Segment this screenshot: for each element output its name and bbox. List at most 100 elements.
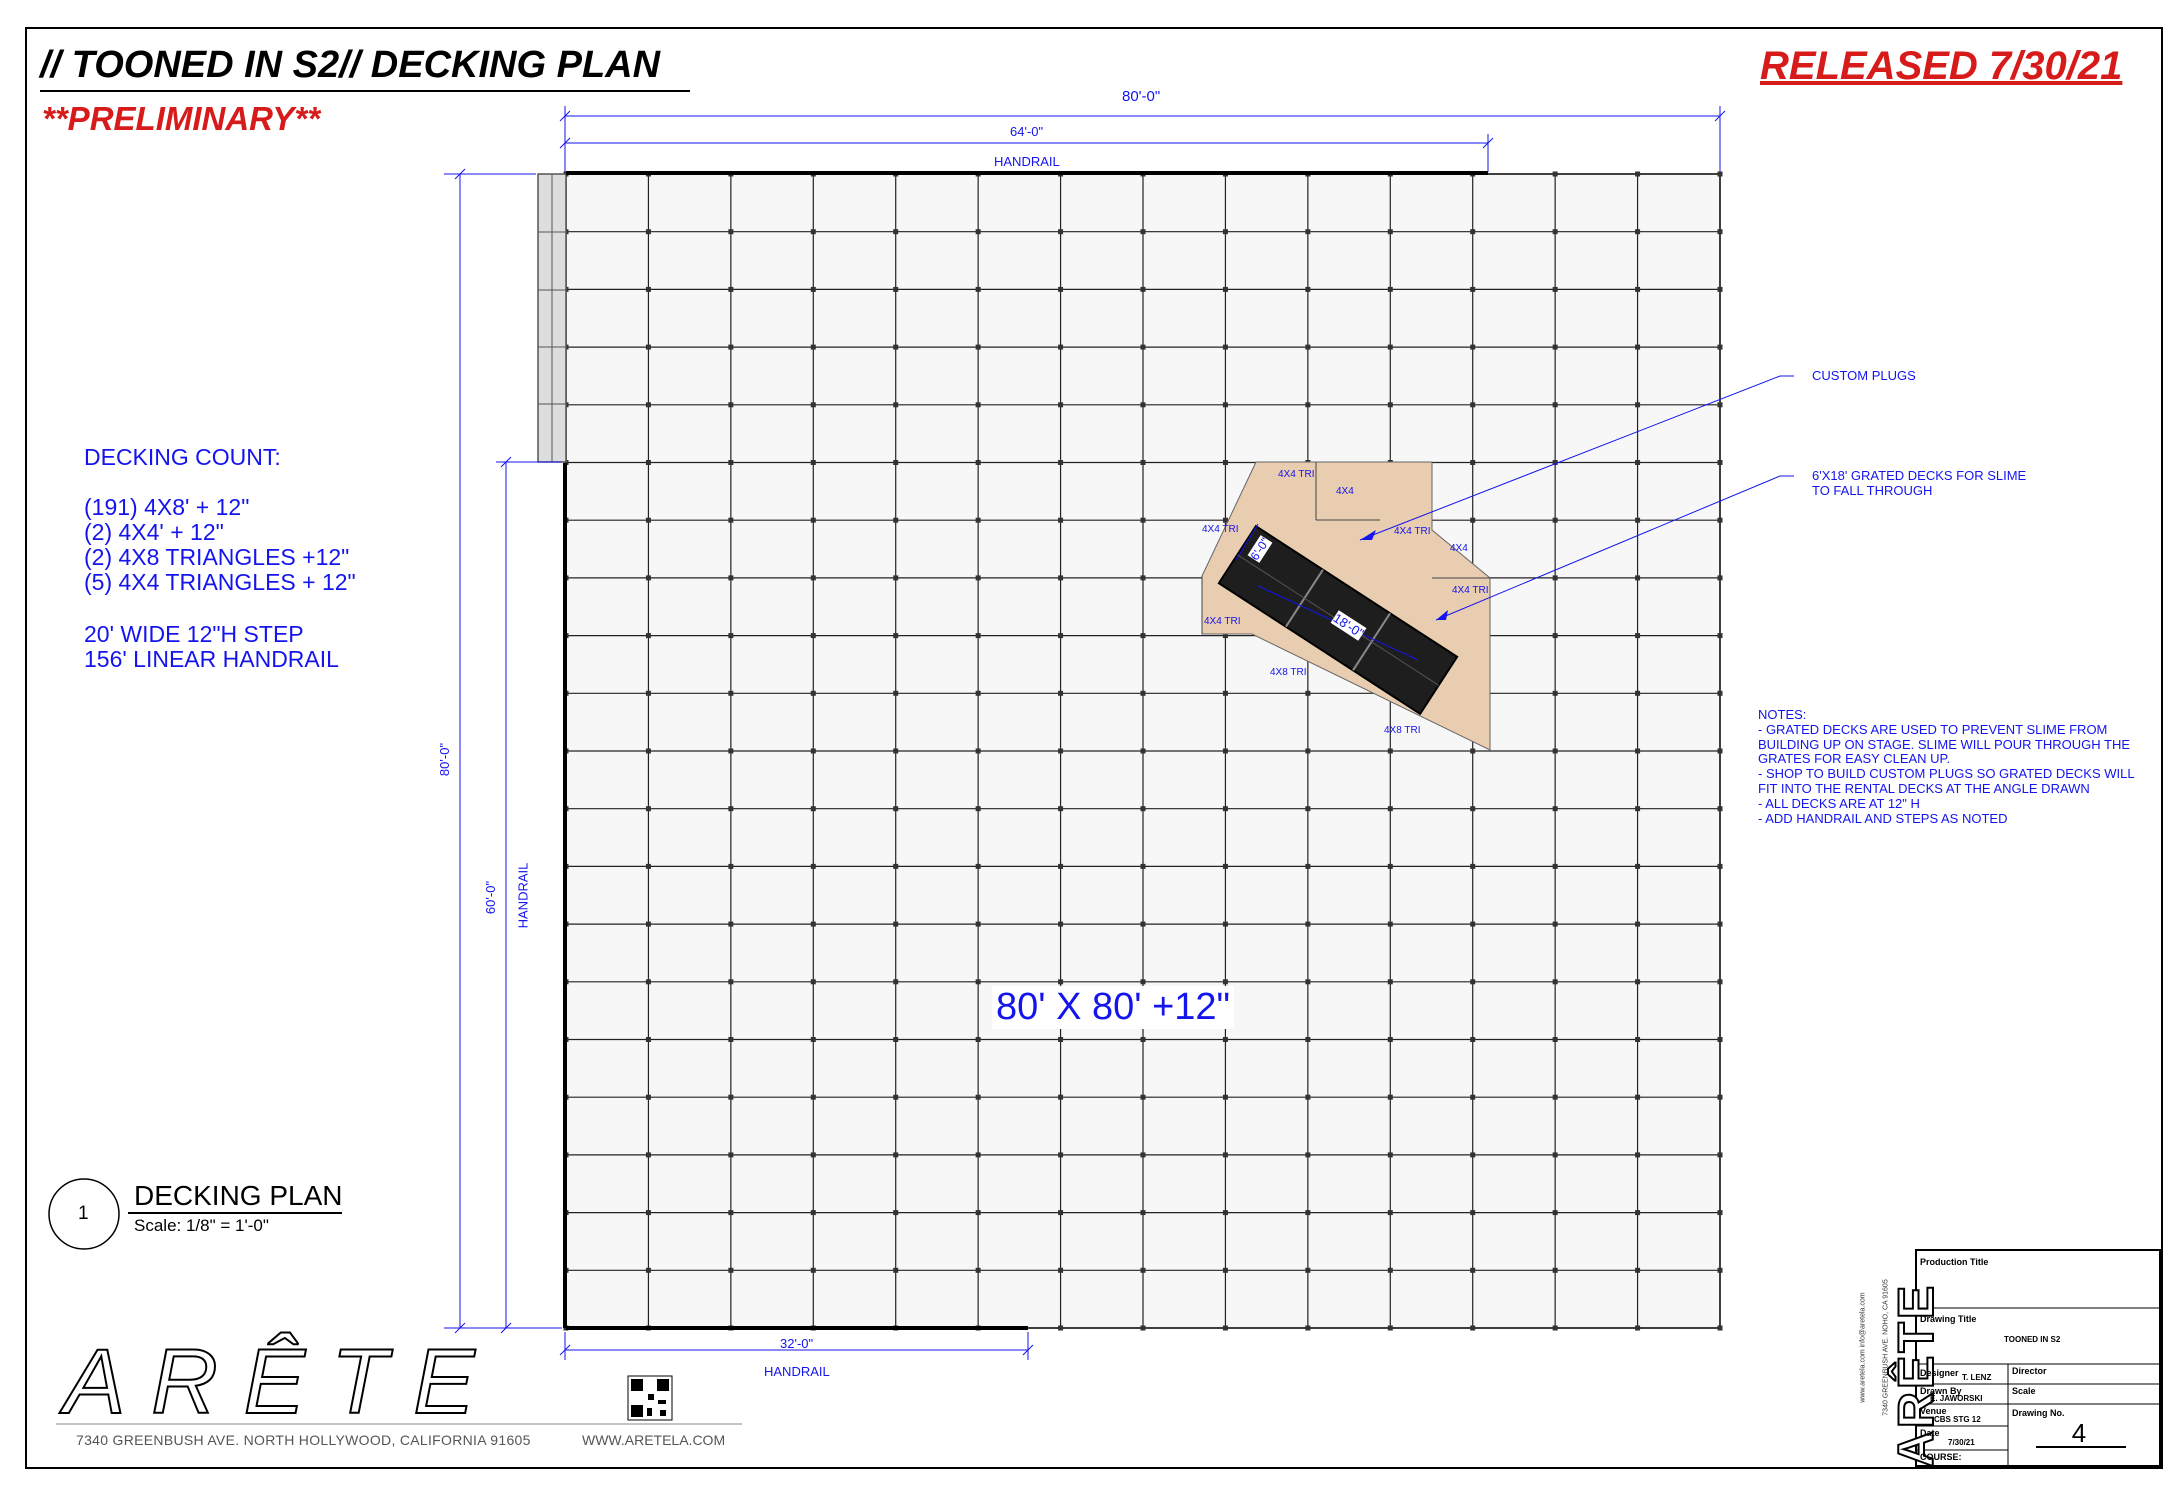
deck-leg xyxy=(1635,806,1641,812)
deck-leg xyxy=(1305,1152,1311,1158)
deck-leg xyxy=(1717,517,1723,523)
deck-leg xyxy=(1470,1325,1476,1331)
deck-leg xyxy=(645,863,651,869)
deck-leg xyxy=(1058,748,1064,754)
deck-leg xyxy=(1222,229,1228,235)
deck-leg xyxy=(810,1094,816,1100)
deck-leg xyxy=(1305,1325,1311,1331)
course-label: COURSE: xyxy=(1920,1452,1962,1462)
deck-leg xyxy=(1552,748,1558,754)
deck-leg xyxy=(810,1210,816,1216)
deck-leg xyxy=(1635,1325,1641,1331)
deck-leg xyxy=(645,633,651,639)
stage-size-label: 80' X 80' +12" xyxy=(992,986,1235,1029)
deck-leg xyxy=(810,517,816,523)
deck-leg xyxy=(1058,344,1064,350)
tri-label: 4X4 TRI xyxy=(1278,469,1315,480)
tri-label: 4X4 TRI xyxy=(1202,524,1239,535)
handrail-note: 156' LINEAR HANDRAIL xyxy=(84,646,339,672)
tri-label: 4X4 xyxy=(1450,543,1468,554)
deck-leg xyxy=(1635,1037,1641,1042)
deck-leg xyxy=(810,1037,816,1042)
dim-top-inner: 64'-0" xyxy=(1010,124,1044,139)
dim-left-handrail: HANDRAIL xyxy=(515,862,531,929)
deck-leg xyxy=(893,1210,899,1216)
deck-leg xyxy=(1140,1210,1146,1216)
deck-leg xyxy=(810,575,816,581)
deck-leg xyxy=(1058,575,1064,581)
plan-title: DECKING PLAN xyxy=(134,1180,343,1211)
deck-leg xyxy=(1635,171,1641,177)
deck-leg xyxy=(728,229,734,235)
deck-leg xyxy=(1387,344,1393,350)
deck-leg xyxy=(728,460,734,465)
deck-leg xyxy=(645,1094,651,1100)
deck-leg xyxy=(1552,979,1558,985)
deck-leg xyxy=(1140,1267,1146,1273)
deck-leg xyxy=(645,286,651,292)
deck-leg xyxy=(1470,806,1476,812)
drawing-no-value: 4 xyxy=(2071,1418,2087,1448)
deck-leg xyxy=(728,863,734,869)
deck-leg xyxy=(975,575,981,581)
deck-leg xyxy=(645,229,651,235)
deck-leg xyxy=(975,229,981,235)
title-block-address: 7340 GREENBUSH AVE. NOHO, CA 91605 xyxy=(1882,1279,1890,1416)
deck-leg xyxy=(1635,748,1641,754)
deck-leg xyxy=(1717,460,1723,465)
dim-top-handrail: HANDRAIL xyxy=(994,154,1060,169)
deck-leg xyxy=(1387,1037,1393,1042)
deck-leg xyxy=(1552,1210,1558,1216)
step-note: 20' WIDE 12"H STEP xyxy=(84,621,304,647)
tri-label: 4X4 TRI xyxy=(1452,585,1489,596)
deck-leg xyxy=(645,1210,651,1216)
deck-leg xyxy=(728,748,734,754)
deck-leg xyxy=(810,806,816,812)
tri-label: 4X4 TRI xyxy=(1204,616,1241,627)
deck-leg xyxy=(810,286,816,292)
deck-leg xyxy=(893,1037,899,1042)
deck-leg xyxy=(1717,229,1723,235)
drawn-by-value: E. JAWORSKI xyxy=(1930,1394,1983,1403)
deck-leg xyxy=(1717,806,1723,812)
deck-leg xyxy=(1717,1037,1723,1042)
deck-leg xyxy=(728,633,734,639)
deck-leg xyxy=(1387,286,1393,292)
deck-leg xyxy=(1222,690,1228,696)
deck-leg xyxy=(893,921,899,927)
deck-leg xyxy=(975,1037,981,1042)
deck-leg xyxy=(1552,1325,1558,1331)
deck-leg xyxy=(1140,633,1146,639)
deck-leg xyxy=(1470,748,1476,754)
preliminary-label: **PRELIMINARY** xyxy=(42,100,321,137)
deck-leg xyxy=(1717,1210,1723,1216)
director-label: Director xyxy=(2012,1366,2047,1376)
deck-leg xyxy=(893,344,899,350)
note-line: BUILDING UP ON STAGE. SLIME WILL POUR TH… xyxy=(1758,736,2131,752)
deck-leg xyxy=(893,633,899,639)
deck-leg xyxy=(1470,517,1476,523)
deck-leg xyxy=(1140,460,1146,465)
deck-leg xyxy=(1717,402,1723,408)
deck-leg xyxy=(1635,402,1641,408)
deck-leg xyxy=(975,748,981,754)
deck-leg xyxy=(1058,1267,1064,1273)
deck-grid xyxy=(563,171,1723,1331)
deck-leg xyxy=(1552,344,1558,350)
deck-leg xyxy=(893,517,899,523)
deck-leg xyxy=(893,229,899,235)
deck-leg xyxy=(1305,690,1311,696)
deck-leg xyxy=(1058,921,1064,927)
deck-leg xyxy=(1552,806,1558,812)
deck-leg xyxy=(810,863,816,869)
deck-leg xyxy=(893,979,899,985)
deck-leg xyxy=(1717,1152,1723,1158)
deck-leg xyxy=(728,286,734,292)
deck-leg xyxy=(1387,1325,1393,1331)
company-address: 7340 GREENBUSH AVE. NORTH HOLLYWOOD, CAL… xyxy=(76,1432,531,1448)
deck-leg xyxy=(1635,690,1641,696)
deck-leg xyxy=(975,1094,981,1100)
deck-leg xyxy=(1058,1037,1064,1042)
deck-leg xyxy=(975,517,981,523)
deck-leg xyxy=(1552,575,1558,581)
